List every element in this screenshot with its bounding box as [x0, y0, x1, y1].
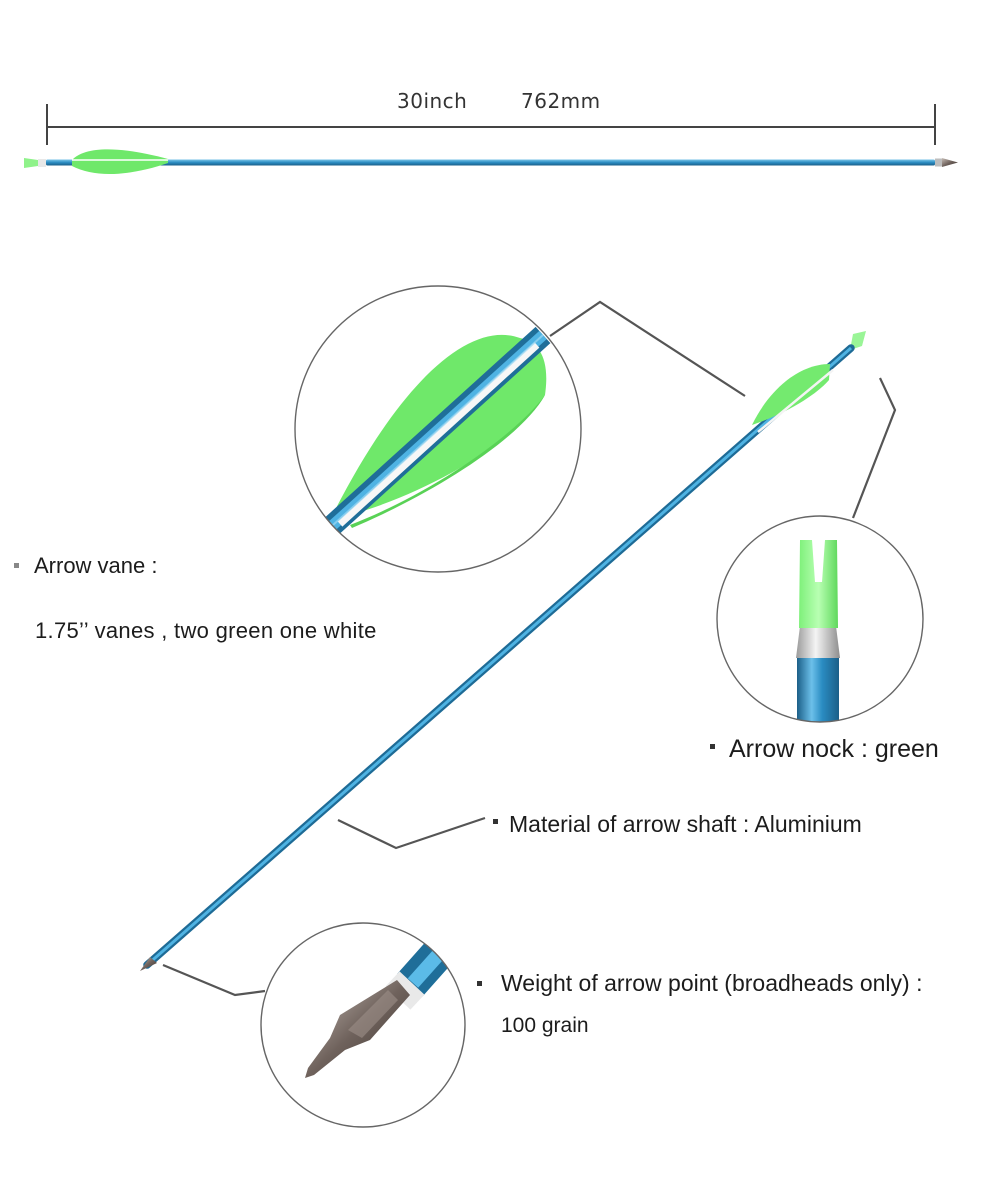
shaft-material-label: Material of arrow shaft : Aluminium: [509, 811, 862, 837]
length-inch-label: 30inch: [397, 89, 468, 113]
horizontal-arrow: [24, 149, 958, 174]
nock-zoom-circle: [716, 515, 924, 723]
bullet-square-icon: [14, 563, 19, 568]
bullet-square-icon: [477, 981, 482, 986]
shaft-leader: [337, 816, 486, 850]
diagonal-arrow: [140, 331, 866, 971]
bullet-square-icon: [493, 819, 498, 824]
length-mm-label: 762mm: [521, 89, 601, 113]
nock-leader: [851, 377, 897, 519]
nock-label: Arrow nock : green: [729, 735, 939, 763]
vane-zoom-circle: [294, 285, 582, 573]
bullet-square-icon: [710, 744, 715, 749]
vane-detail: 1.75’’ vanes , two green one white: [35, 618, 377, 643]
point-zoom-circle: [260, 922, 466, 1128]
point-leader: [162, 963, 266, 997]
vane-leader: [549, 300, 746, 397]
dimension-line: [46, 104, 936, 145]
point-weight-title: Weight of arrow point (broadheads only) …: [501, 970, 923, 996]
point-weight-detail: 100 grain: [501, 1014, 589, 1037]
vane-title: Arrow vane :: [34, 553, 158, 578]
leader-lines: [162, 300, 897, 997]
